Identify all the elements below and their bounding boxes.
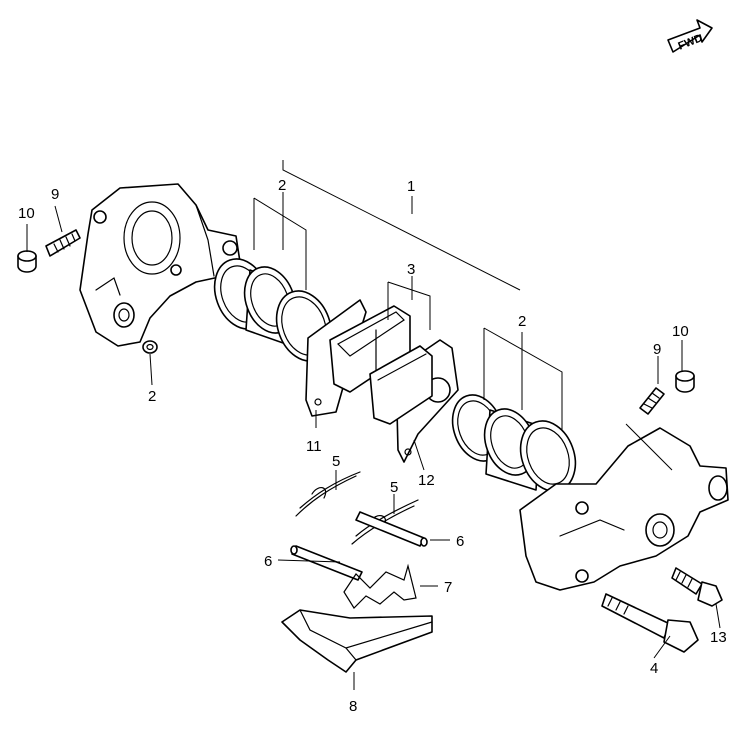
brake-pad-3 (329, 305, 411, 393)
callout-8: 8 (349, 698, 357, 715)
caliper-bolt-4 (601, 593, 699, 653)
callout-9-left: 9 (51, 186, 59, 203)
callout-10-left: 10 (18, 205, 35, 222)
bleeder-cap-right (675, 370, 695, 393)
callout-9-right: 9 (653, 341, 661, 358)
caliper-bolt-13 (671, 567, 723, 607)
fwd-arrow-icon: FWD (667, 19, 713, 53)
pad-spring-clip-upper (295, 471, 361, 517)
leader-lines (26, 160, 721, 690)
pad-spring-7 (343, 563, 417, 609)
callout-7: 7 (444, 579, 452, 596)
callout-1: 1 (407, 178, 415, 195)
callout-2-right-seals: 2 (518, 313, 526, 330)
bleeder-valve-left (45, 229, 81, 257)
callout-3: 3 (407, 261, 415, 278)
callout-4: 4 (650, 660, 658, 677)
caliper-half-right (519, 427, 729, 591)
callout-6-left: 6 (264, 553, 272, 570)
caliper-half-left (79, 183, 241, 347)
callout-6-right: 6 (456, 533, 464, 550)
piston-seal-set-right (451, 394, 577, 492)
piston-seal-set-left (213, 258, 333, 362)
callout-labels: 1 2 2 2 3 4 5 5 6 6 7 8 9 9 10 10 11 12 … (18, 177, 727, 715)
pad-pin-lower (355, 511, 428, 547)
pad-pin-upper (290, 545, 363, 581)
callout-12: 12 (418, 472, 435, 489)
brake-pad-3-second (369, 345, 433, 425)
callout-13: 13 (710, 629, 727, 646)
bleeder-valve-right (639, 387, 665, 415)
callout-10-right: 10 (672, 323, 689, 340)
callout-11: 11 (306, 438, 322, 455)
callout-2-washer: 2 (148, 388, 156, 405)
callout-2-left-seals: 2 (278, 177, 286, 194)
callout-5-upper: 5 (332, 453, 340, 470)
bleeder-cap-left (17, 250, 37, 273)
washer-left (142, 340, 158, 354)
callout-5-lower: 5 (390, 479, 398, 496)
caliper-cover-8 (281, 609, 433, 673)
